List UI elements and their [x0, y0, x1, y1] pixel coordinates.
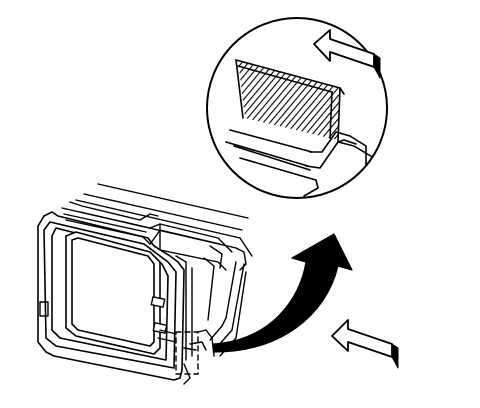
callout-bracket — [175, 329, 215, 375]
magnified-detail-callout — [206, 17, 388, 199]
push-direction-arrow-in-detail — [313, 29, 381, 79]
frame-corner-clips — [39, 296, 177, 343]
window-frame-assembly — [37, 183, 253, 385]
glass-pane — [65, 231, 161, 355]
detail-seal-strip — [235, 59, 345, 143]
push-direction-arrow — [331, 319, 399, 369]
rear-frame-rails — [75, 183, 253, 357]
side-rails — [175, 255, 215, 385]
curved-callout-arrow — [213, 233, 353, 353]
